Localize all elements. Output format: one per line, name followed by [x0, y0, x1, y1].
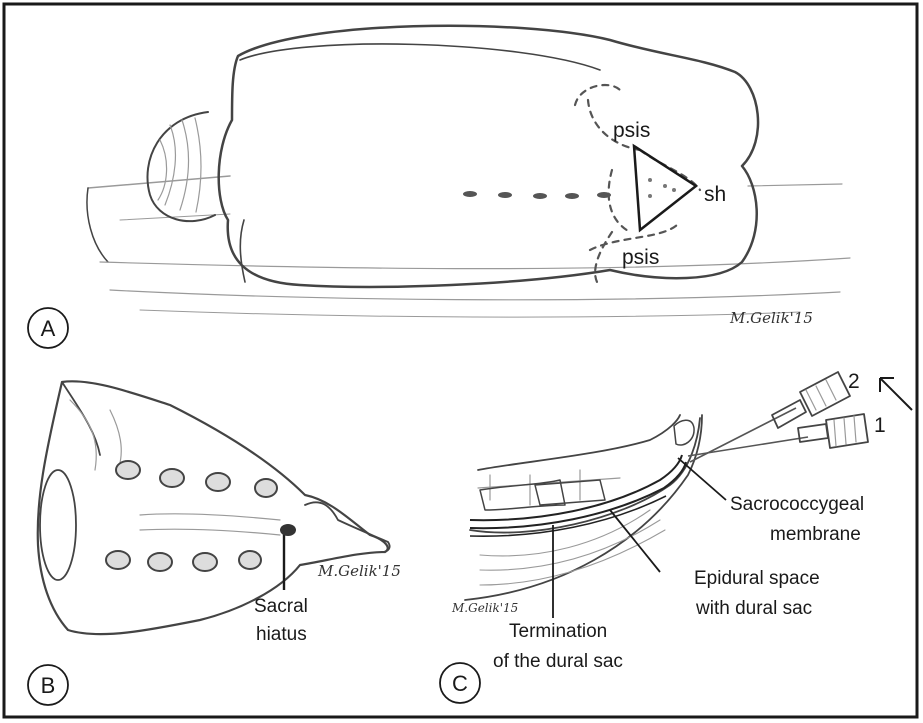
panel-letter-a: A: [28, 308, 68, 348]
signature-a: M.Gelik'15: [729, 309, 813, 327]
label-termination-2: of the dural sac: [493, 651, 623, 672]
label-termination-1: Termination: [509, 621, 607, 642]
label-psis-bottom: psis: [622, 246, 659, 269]
label-psis-top: psis: [613, 119, 650, 142]
signature-b: M.Gelik'15: [317, 562, 401, 580]
svg-text:A: A: [41, 316, 56, 341]
label-epidural-1: Epidural space: [694, 568, 820, 589]
label-sh: sh: [704, 183, 726, 206]
label-sacral-hiatus-2: hiatus: [256, 624, 307, 645]
label-sacral-hiatus-1: Sacral: [254, 596, 308, 617]
label-sacrococcygeal-1: Sacrococcygeal: [730, 494, 864, 515]
sacral-hiatus-mark: [280, 524, 296, 536]
label-epidural-2: with dural sac: [695, 598, 812, 619]
svg-text:C: C: [452, 671, 468, 696]
svg-text:B: B: [41, 673, 56, 698]
label-needle-2: 2: [848, 370, 860, 393]
panel-letter-c: C: [440, 663, 480, 703]
signature-c: M.Gelik'15: [451, 601, 518, 615]
panel-letter-b: B: [28, 665, 68, 705]
label-sacrococcygeal-2: membrane: [770, 524, 861, 545]
label-needle-1: 1: [874, 414, 886, 437]
